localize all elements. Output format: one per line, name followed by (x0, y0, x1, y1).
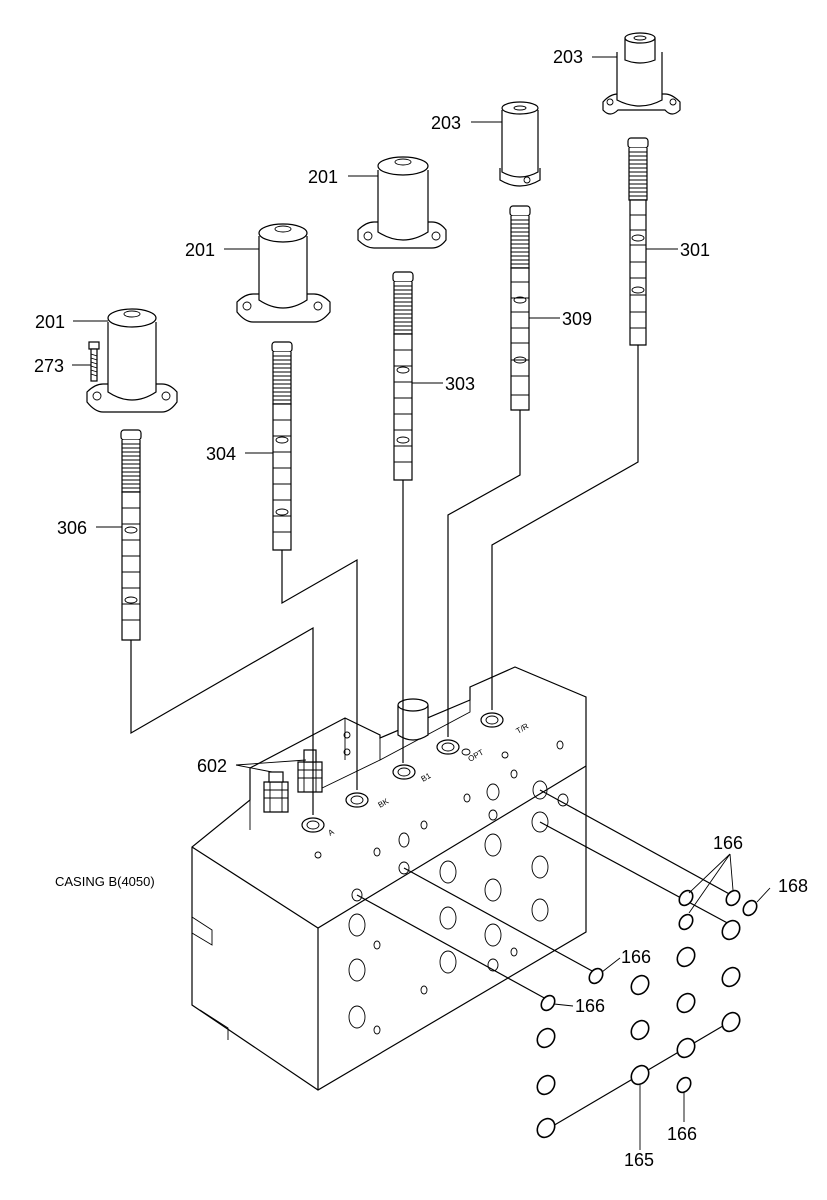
callout-301: 301 (680, 240, 710, 260)
callout-203-mid: 203 (431, 113, 461, 133)
port-a: A (301, 817, 337, 838)
callout-201-midleft: 201 (185, 240, 215, 260)
callout-273: 273 (34, 356, 64, 376)
callout-201-center: 201 (308, 167, 338, 187)
callout-166-a: 166 (713, 833, 743, 853)
port-tr: T/R (480, 712, 531, 736)
plug-602-right (297, 749, 323, 793)
callout-306: 306 (57, 518, 87, 538)
callout-309: 309 (562, 309, 592, 329)
port-opt: OPT (436, 739, 485, 764)
svg-text:T/R: T/R (515, 721, 531, 735)
solenoid-201-center (357, 156, 447, 249)
callout-304: 304 (206, 444, 236, 464)
callout-168: 168 (778, 876, 808, 896)
bolt-273 (88, 341, 100, 382)
side-face-holes (348, 740, 569, 1035)
callout-166-d: 166 (667, 1124, 697, 1144)
callout-602: 602 (197, 756, 227, 776)
callout-166-b: 166 (621, 947, 651, 967)
callout-165: 165 (624, 1150, 654, 1170)
svg-text:BK: BK (377, 796, 391, 809)
callout-labels: 203 203 201 201 201 273 301 309 303 304 … (34, 47, 808, 1170)
spool-306 (120, 429, 142, 641)
leader-lines (72, 56, 771, 1150)
port-bk: BK (345, 792, 391, 810)
spool-304 (271, 341, 293, 551)
svg-text:B1: B1 (420, 771, 433, 784)
solenoid-203-mid (499, 101, 541, 187)
spool-303 (392, 271, 414, 481)
plug-602-left (263, 771, 289, 813)
top-ports: A BK B1 OPT T/R (301, 712, 531, 859)
o-rings (536, 889, 758, 1139)
callout-303: 303 (445, 374, 475, 394)
casing-label: CASING B(4050) (55, 874, 155, 889)
port-b1: B1 (392, 764, 433, 784)
callout-201-left: 201 (35, 312, 65, 332)
solenoid-201-left (86, 308, 178, 413)
top-post (397, 698, 429, 741)
casing-block: A BK B1 OPT T/R (191, 666, 587, 1091)
solenoid-203-right (602, 32, 681, 115)
spool-309 (509, 205, 531, 411)
callout-166-c: 166 (575, 996, 605, 1016)
solenoid-201-midleft (236, 223, 331, 323)
callout-203-right: 203 (553, 47, 583, 67)
spool-301 (627, 137, 649, 346)
svg-text:A: A (327, 827, 337, 838)
